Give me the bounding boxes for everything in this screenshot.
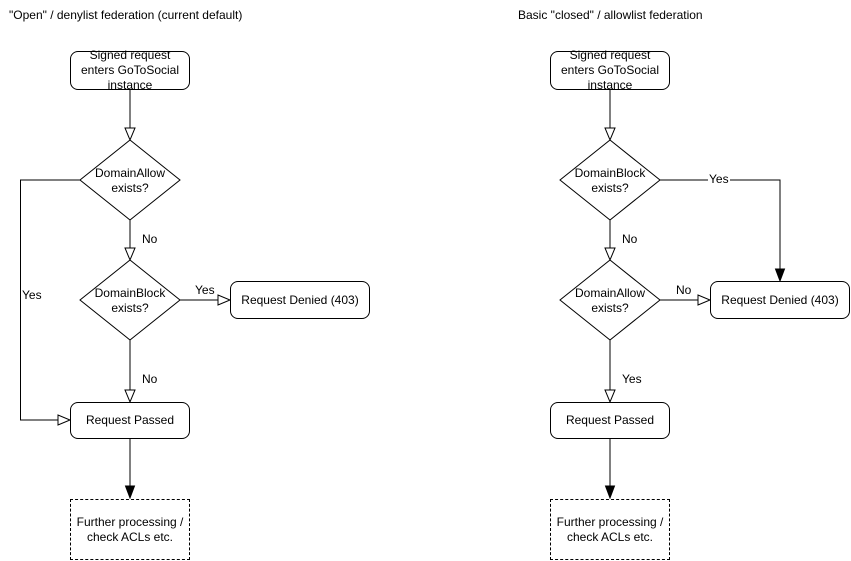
left-edge-label-allow-no: No [141, 232, 159, 246]
edge-right-block-yes [660, 179, 786, 283]
edge-right-allow-yes [604, 340, 616, 404]
right-denied-node: Request Denied (403) [710, 281, 850, 319]
edge-right-start-to-block [604, 90, 616, 142]
edge-right-allow-no [660, 294, 712, 306]
left-further-node: Further processing / check ACLs etc. [70, 499, 190, 560]
left-edge-label-allow-yes: Yes [21, 288, 43, 302]
right-decision-domainallow-shape [559, 259, 661, 341]
edge-left-allow-no [124, 220, 136, 262]
edge-left-block-no [124, 340, 136, 404]
right-edge-label-block-yes: Yes [708, 172, 730, 186]
right-start-node: Signed request enters GoToSocial instanc… [550, 48, 670, 92]
edge-left-start-to-allow [124, 90, 136, 142]
right-edge-label-allow-yes: Yes [621, 372, 643, 386]
left-chart-title: "Open" / denylist federation (current de… [9, 8, 243, 22]
right-chart-title: Basic "closed" / allowlist federation [518, 8, 703, 22]
left-decision-domainblock-shape [79, 259, 181, 341]
edge-left-passed-to-further [124, 439, 136, 500]
right-passed-node: Request Passed [550, 402, 670, 439]
right-edge-label-allow-no: No [675, 283, 693, 297]
right-decision-domainblock-shape [559, 139, 661, 221]
edge-left-allow-yes [20, 179, 80, 426]
left-edge-label-block-no: No [141, 372, 159, 386]
left-edge-label-block-yes: Yes [194, 283, 216, 297]
right-edge-label-block-no: No [621, 232, 639, 246]
left-denied-node: Request Denied (403) [230, 281, 370, 319]
edge-left-block-yes [180, 294, 232, 306]
left-decision-domainallow-shape [79, 139, 181, 221]
right-further-node: Further processing / check ACLs etc. [550, 499, 670, 560]
left-passed-node: Request Passed [70, 402, 190, 439]
edge-right-passed-to-further [604, 439, 616, 500]
edge-right-block-no [604, 220, 616, 262]
left-start-node: Signed request enters GoToSocial instanc… [70, 48, 190, 92]
